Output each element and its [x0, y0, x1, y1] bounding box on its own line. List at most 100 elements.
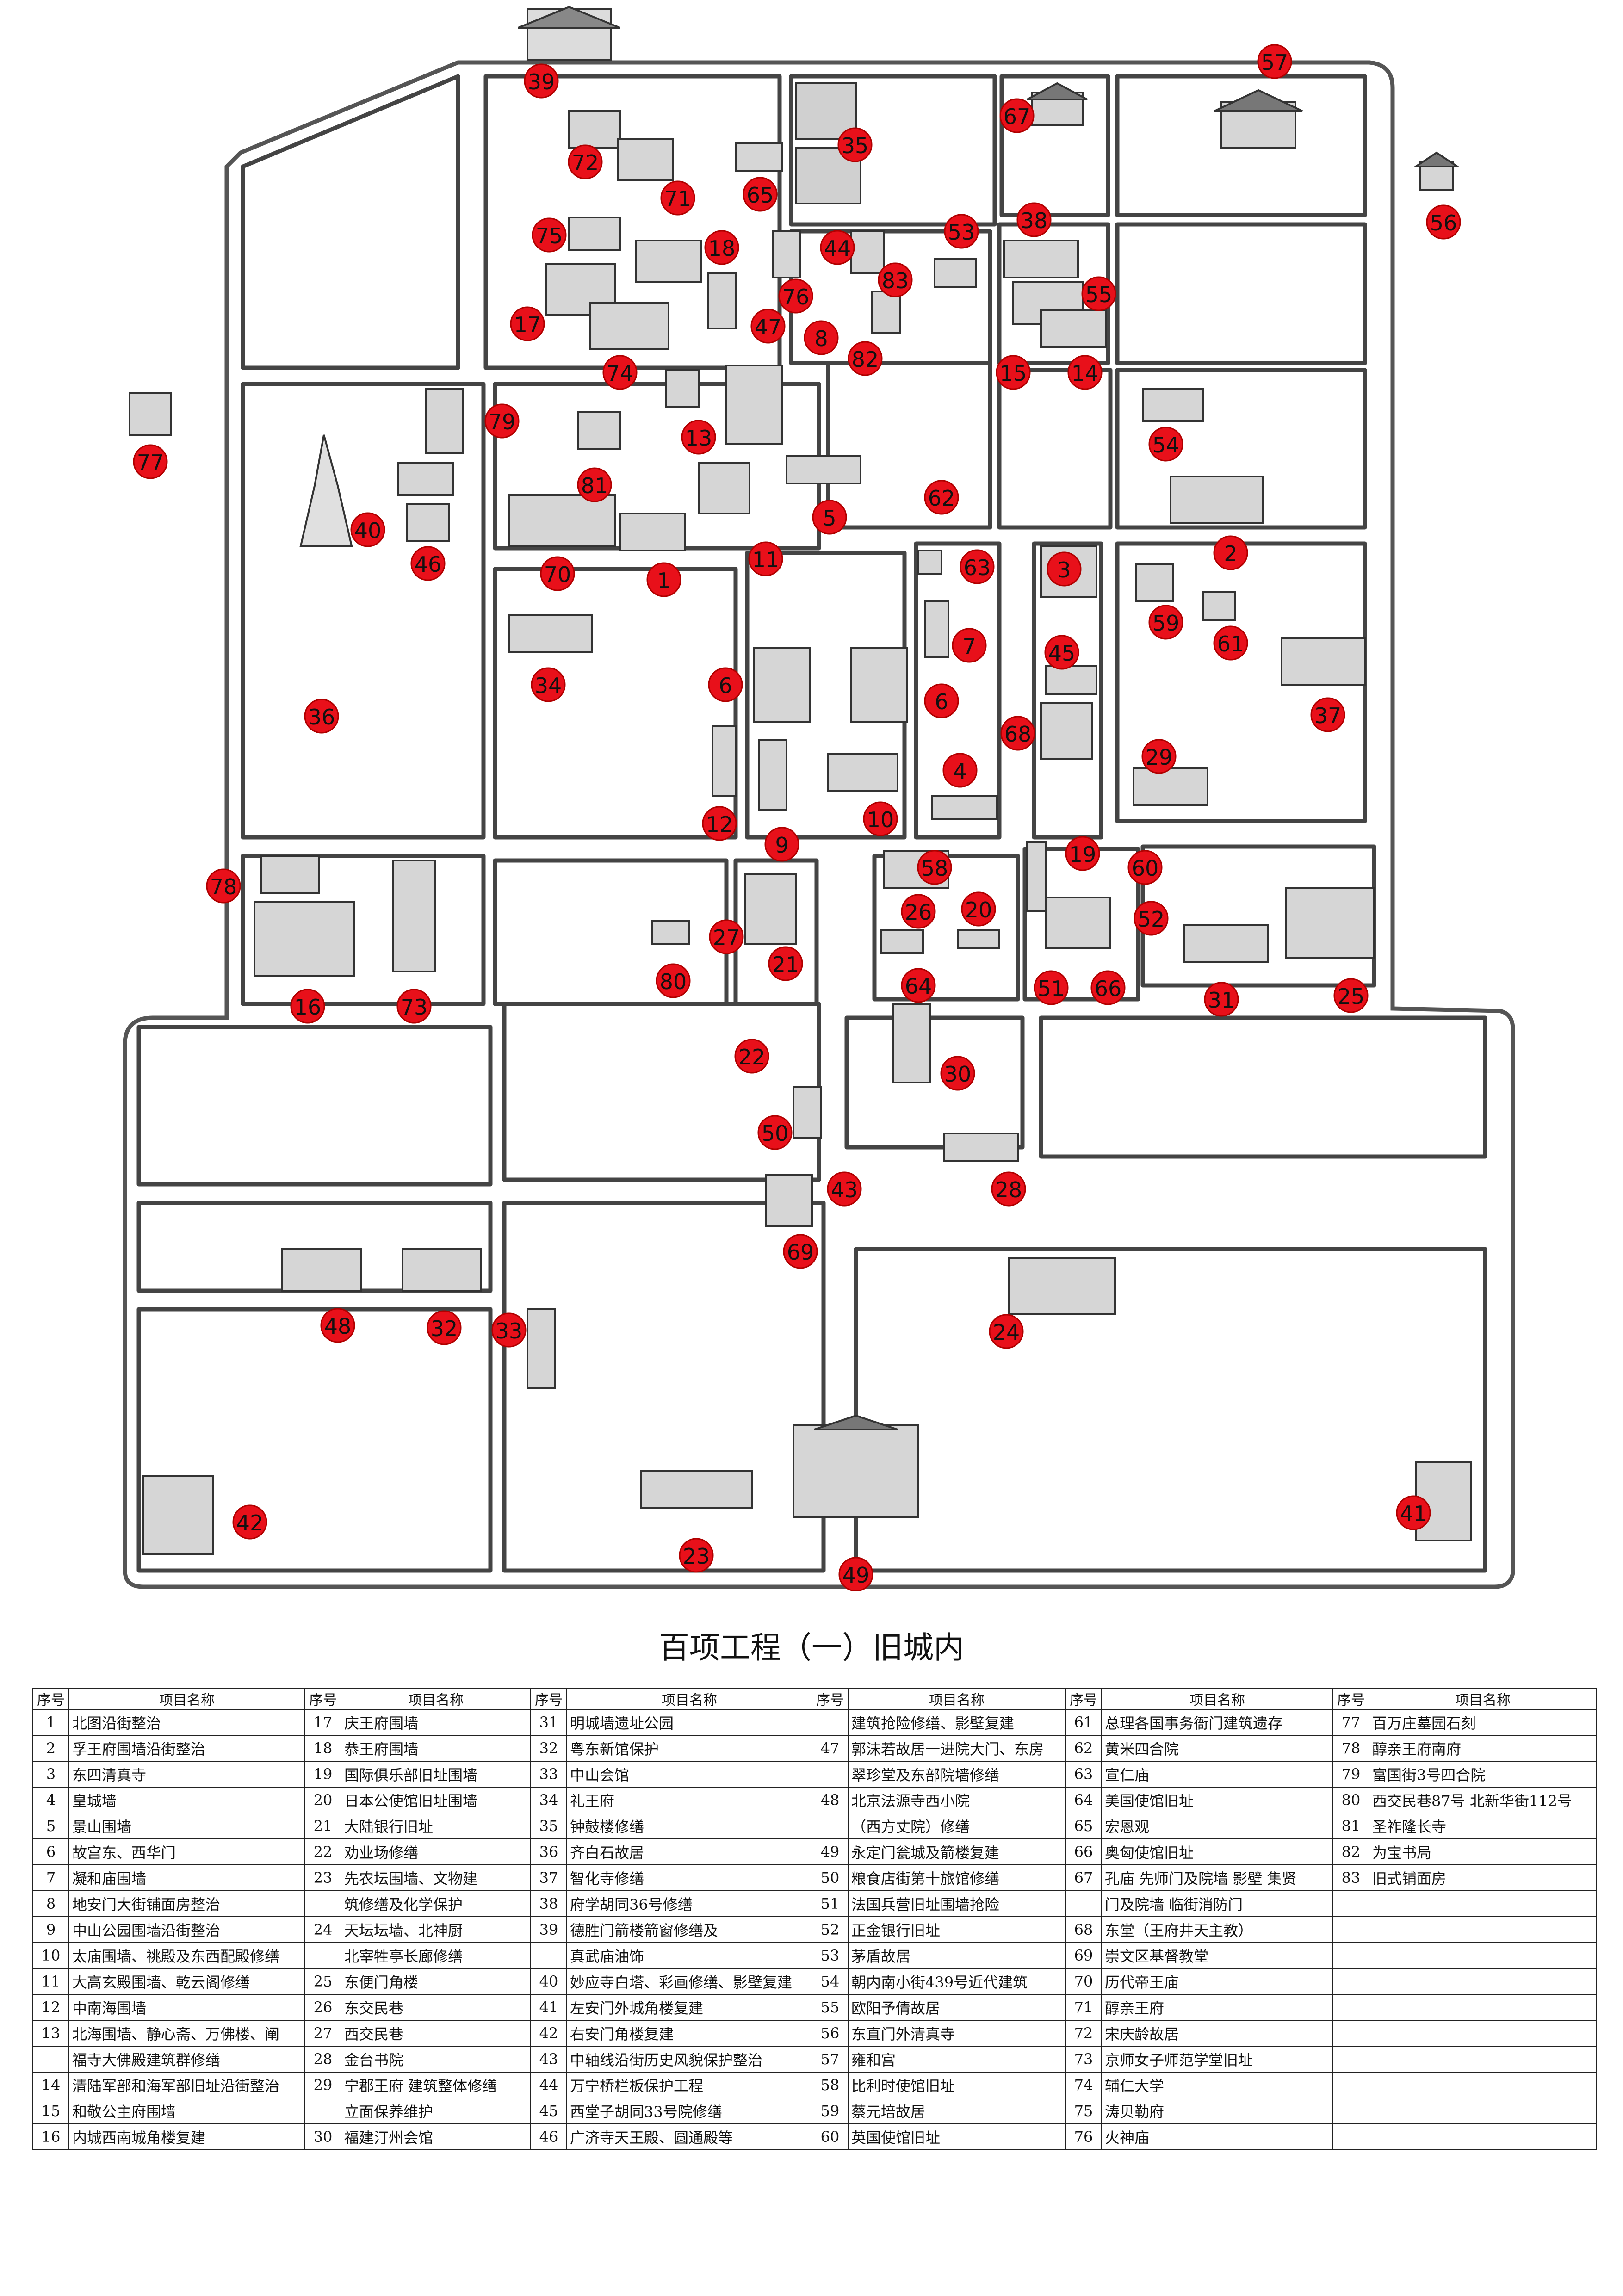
project-marker-27[interactable]: 27 [709, 919, 744, 954]
legend-cell-num: 45 [530, 2098, 567, 2124]
project-marker-70[interactable]: 70 [540, 556, 575, 591]
marker-label: 6 [719, 673, 732, 698]
project-marker-56[interactable]: 56 [1426, 204, 1461, 240]
marker-label: 28 [995, 1177, 1022, 1202]
project-marker-24[interactable]: 24 [989, 1314, 1024, 1349]
project-marker-10[interactable]: 10 [863, 801, 898, 836]
project-marker-40[interactable]: 40 [350, 512, 385, 547]
project-marker-54[interactable]: 54 [1148, 427, 1183, 462]
project-marker-41[interactable]: 41 [1396, 1495, 1431, 1530]
project-marker-4[interactable]: 4 [942, 753, 978, 788]
project-marker-69[interactable]: 69 [783, 1234, 818, 1269]
legend-cell-num [304, 1890, 341, 1917]
project-marker-65[interactable]: 65 [743, 177, 778, 212]
project-marker-83[interactable]: 83 [878, 262, 913, 297]
project-marker-17[interactable]: 17 [510, 306, 545, 341]
project-marker-68[interactable]: 68 [1000, 716, 1035, 751]
project-marker-3[interactable]: 3 [1047, 551, 1082, 587]
project-marker-5[interactable]: 5 [812, 500, 847, 535]
project-marker-31[interactable]: 31 [1204, 982, 1239, 1017]
project-marker-39[interactable]: 39 [524, 63, 559, 99]
project-marker-67[interactable]: 67 [999, 98, 1035, 133]
project-marker-18[interactable]: 18 [704, 230, 739, 265]
marker-label: 77 [137, 450, 164, 475]
project-marker-21[interactable]: 21 [768, 946, 803, 981]
project-marker-77[interactable]: 77 [133, 444, 168, 479]
project-marker-49[interactable]: 49 [838, 1557, 873, 1591]
header-name: 项目名称 [566, 1688, 812, 1710]
legend-cell-num: 70 [1065, 1968, 1102, 1995]
project-marker-28[interactable]: 28 [991, 1171, 1026, 1207]
legend-cell-name: 东堂（王府井天主教） [1101, 1916, 1333, 1943]
project-marker-44[interactable]: 44 [820, 230, 855, 265]
project-marker-58[interactable]: 58 [917, 850, 952, 885]
legend-cell-name: 欧阳予倩故居 [848, 1994, 1066, 2021]
project-marker-43[interactable]: 43 [827, 1171, 862, 1207]
project-marker-61[interactable]: 61 [1213, 625, 1248, 661]
project-marker-26[interactable]: 26 [901, 894, 936, 929]
project-marker-53[interactable]: 53 [944, 214, 979, 249]
project-marker-13[interactable]: 13 [681, 420, 716, 455]
project-marker-15[interactable]: 15 [996, 355, 1031, 390]
project-marker-32[interactable]: 32 [427, 1310, 462, 1345]
marker-label: 17 [514, 312, 541, 337]
project-marker-62[interactable]: 62 [924, 480, 959, 515]
legend-cell-name: 妙应寺白塔、彩画修缮、影壁复建 [566, 1968, 812, 1995]
project-marker-30[interactable]: 30 [940, 1056, 975, 1091]
project-marker-14[interactable]: 14 [1067, 355, 1103, 390]
project-marker-71[interactable]: 71 [660, 180, 695, 216]
project-marker-81[interactable]: 81 [577, 467, 612, 502]
project-marker-20[interactable]: 20 [961, 891, 996, 927]
marker-label: 6 [935, 689, 948, 714]
project-marker-63[interactable]: 63 [960, 549, 995, 584]
project-marker-59[interactable]: 59 [1148, 605, 1183, 640]
project-marker-29[interactable]: 29 [1141, 739, 1177, 774]
project-marker-80[interactable]: 80 [656, 963, 691, 998]
project-marker-38[interactable]: 38 [1016, 202, 1052, 237]
project-marker-47[interactable]: 47 [750, 309, 786, 344]
project-marker-42[interactable]: 42 [232, 1504, 267, 1540]
project-marker-50[interactable]: 50 [757, 1115, 793, 1150]
project-marker-76[interactable]: 76 [778, 278, 813, 314]
project-marker-33[interactable]: 33 [491, 1312, 527, 1348]
project-marker-23[interactable]: 23 [679, 1538, 714, 1573]
project-marker-25[interactable]: 25 [1333, 978, 1369, 1013]
project-marker-46[interactable]: 46 [410, 546, 446, 581]
project-marker-64[interactable]: 64 [901, 968, 936, 1003]
project-marker-37[interactable]: 37 [1310, 697, 1345, 732]
project-marker-1[interactable]: 1 [646, 562, 681, 597]
project-marker-79[interactable]: 79 [484, 403, 520, 439]
project-marker-60[interactable]: 60 [1127, 850, 1163, 885]
project-marker-45[interactable]: 45 [1044, 635, 1079, 670]
project-marker-51[interactable]: 51 [1034, 970, 1069, 1005]
project-marker-8[interactable]: 8 [804, 320, 839, 355]
project-marker-6[interactable]: 6 [708, 667, 743, 702]
project-marker-73[interactable]: 73 [396, 989, 432, 1024]
project-marker-72[interactable]: 72 [568, 144, 603, 179]
project-marker-57[interactable]: 57 [1257, 44, 1292, 79]
project-marker-12[interactable]: 12 [702, 806, 737, 841]
project-marker-11[interactable]: 11 [748, 541, 783, 576]
project-marker-16[interactable]: 16 [290, 989, 325, 1024]
project-marker-19[interactable]: 19 [1065, 836, 1100, 871]
marker-label: 26 [905, 900, 932, 925]
project-marker-55[interactable]: 55 [1081, 276, 1116, 311]
project-marker-2[interactable]: 2 [1213, 535, 1248, 570]
project-marker-9[interactable]: 9 [764, 827, 799, 862]
project-marker-75[interactable]: 75 [532, 217, 567, 253]
legend-cell-name: 立面保养维护 [341, 2098, 531, 2124]
project-marker-82[interactable]: 82 [848, 341, 883, 376]
project-marker-52[interactable]: 52 [1134, 901, 1169, 936]
project-marker-22[interactable]: 22 [734, 1039, 769, 1074]
marker-label: 14 [1072, 361, 1099, 386]
legend-cell-name: 北图沿街整治 [68, 1709, 305, 1736]
project-marker-36[interactable]: 36 [304, 699, 339, 734]
project-marker-78[interactable]: 78 [206, 868, 241, 904]
project-marker-66[interactable]: 66 [1090, 970, 1126, 1005]
project-marker-7[interactable]: 7 [952, 628, 987, 663]
project-marker-35[interactable]: 35 [837, 127, 873, 162]
project-marker-74[interactable]: 74 [602, 355, 638, 390]
project-marker-6[interactable]: 6 [924, 683, 959, 718]
project-marker-48[interactable]: 48 [320, 1308, 355, 1343]
project-marker-34[interactable]: 34 [531, 667, 566, 702]
